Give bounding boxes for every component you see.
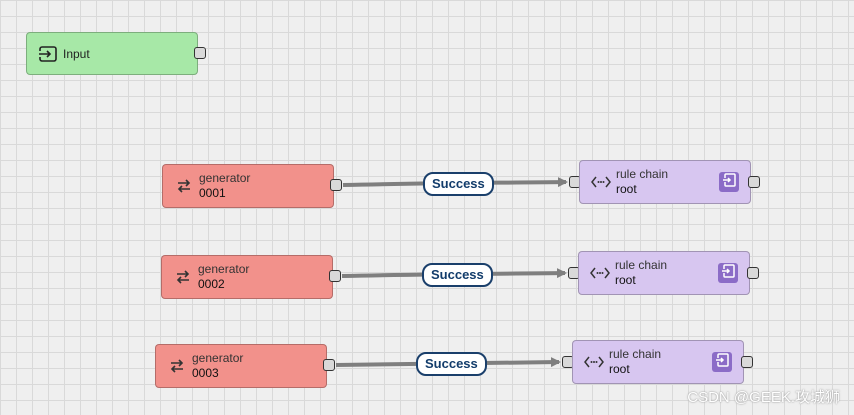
node-type-label: generator [199, 171, 251, 185]
node-name-label: root [609, 362, 630, 376]
node-name-label: root [616, 182, 637, 196]
node-type-label: generator [198, 262, 250, 276]
swap-arrows-icon [172, 266, 194, 288]
code-brackets-icon [583, 351, 605, 373]
swap-arrows-icon [166, 355, 188, 377]
input-icon [37, 43, 59, 65]
watermark: CSDN @GEEK.攻城狮 [687, 389, 840, 406]
input-node-label: Input [63, 46, 90, 61]
generator-node-1[interactable]: generator 0001 [162, 164, 334, 208]
edge-label-success[interactable]: Success [423, 172, 494, 196]
open-chain-icon [721, 263, 735, 283]
rule-chain-2-output-port[interactable] [747, 267, 759, 279]
open-chain-icon [722, 172, 736, 192]
open-chain-button[interactable] [718, 263, 738, 283]
node-type-label: rule chain [616, 167, 669, 181]
open-chain-button[interactable] [712, 352, 732, 372]
node-type-label: rule chain [615, 258, 668, 272]
rule-chain-1-output-port[interactable] [748, 176, 760, 188]
node-name-label: root [615, 273, 636, 287]
generator-node-2[interactable]: generator 0002 [161, 255, 333, 299]
node-name-label: 0002 [198, 277, 225, 291]
input-node-output-port[interactable] [194, 47, 206, 59]
generator-2-output-port[interactable] [329, 270, 341, 282]
generator-3-output-port[interactable] [323, 359, 335, 371]
edge-label-success[interactable]: Success [422, 263, 493, 287]
node-name-label: 0001 [199, 186, 226, 200]
generator-1-output-port[interactable] [330, 179, 342, 191]
code-brackets-icon [589, 262, 611, 284]
generator-node-3[interactable]: generator 0003 [155, 344, 327, 388]
rule-chain-node-3[interactable]: rule chain root [572, 340, 744, 384]
node-type-label: generator [192, 351, 244, 365]
node-type-label: rule chain [609, 347, 662, 361]
code-brackets-icon [590, 171, 612, 193]
input-node[interactable]: Input [26, 32, 198, 75]
open-chain-button[interactable] [719, 172, 739, 192]
rule-chain-3-output-port[interactable] [741, 356, 753, 368]
swap-arrows-icon [173, 175, 195, 197]
node-name-label: 0003 [192, 366, 219, 380]
edge-label-success[interactable]: Success [416, 352, 487, 376]
open-chain-icon [715, 352, 729, 372]
